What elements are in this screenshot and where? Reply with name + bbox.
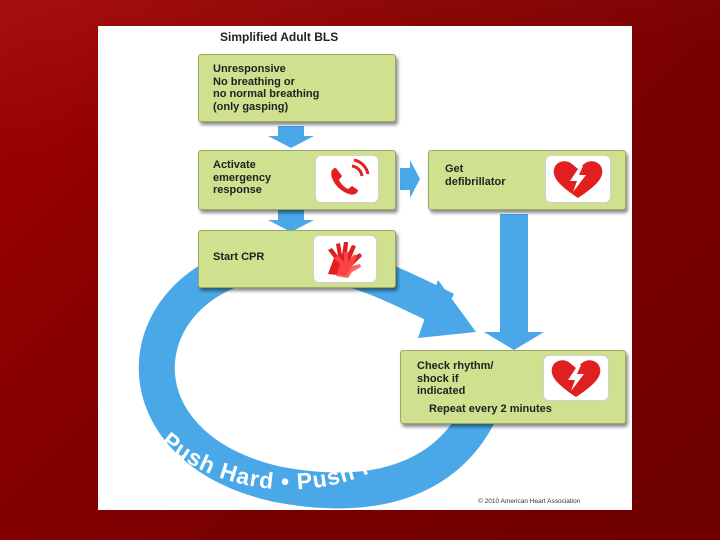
check-line3: indicated [417, 385, 466, 397]
activate-line1: Activate [213, 159, 256, 171]
activate-line2: emergency [213, 171, 272, 184]
unresponsive-line1: Unresponsive [213, 63, 286, 75]
arrow-right [400, 160, 420, 198]
step-defibrillator: Get defibrillator [428, 150, 626, 210]
cpr-label: Start CPR [213, 251, 265, 263]
step-activate: Activate emergency response [198, 150, 396, 210]
unresponsive-line4: (only gasping) [213, 100, 289, 113]
arrow-down-long [484, 214, 544, 350]
step-check-rhythm: Check rhythm/ shock if indicated Repeat … [400, 350, 626, 424]
unresponsive-line3: no normal breathing [213, 88, 320, 100]
hands-icon [313, 235, 377, 283]
heart-lightning-icon [545, 155, 611, 203]
diagram-panel: Simplified Adult BLS [98, 26, 632, 510]
activate-line3: response [213, 184, 262, 196]
diagram-title: Simplified Adult BLS [220, 30, 339, 44]
loop-arc [138, 244, 503, 509]
defibrillator-line2: defibrillator [445, 175, 506, 188]
arrow-down-2 [268, 210, 314, 232]
check-repeat: Repeat every 2 minutes [429, 403, 552, 415]
check-line2: shock if [417, 372, 459, 385]
defibrillator-line1: Get [445, 163, 464, 175]
step-cpr: Start CPR [198, 230, 396, 288]
loop-arrowhead [418, 280, 476, 338]
heart-lightning-icon [543, 355, 609, 401]
unresponsive-line2: No breathing or [213, 75, 295, 88]
check-line1: Check rhythm/ [417, 360, 494, 372]
phone-icon [315, 155, 379, 203]
step-unresponsive: Unresponsive No breathing or no normal b… [198, 54, 396, 122]
copyright-notice: © 2010 American Heart Association [478, 498, 581, 505]
arrow-down-1 [268, 126, 314, 148]
